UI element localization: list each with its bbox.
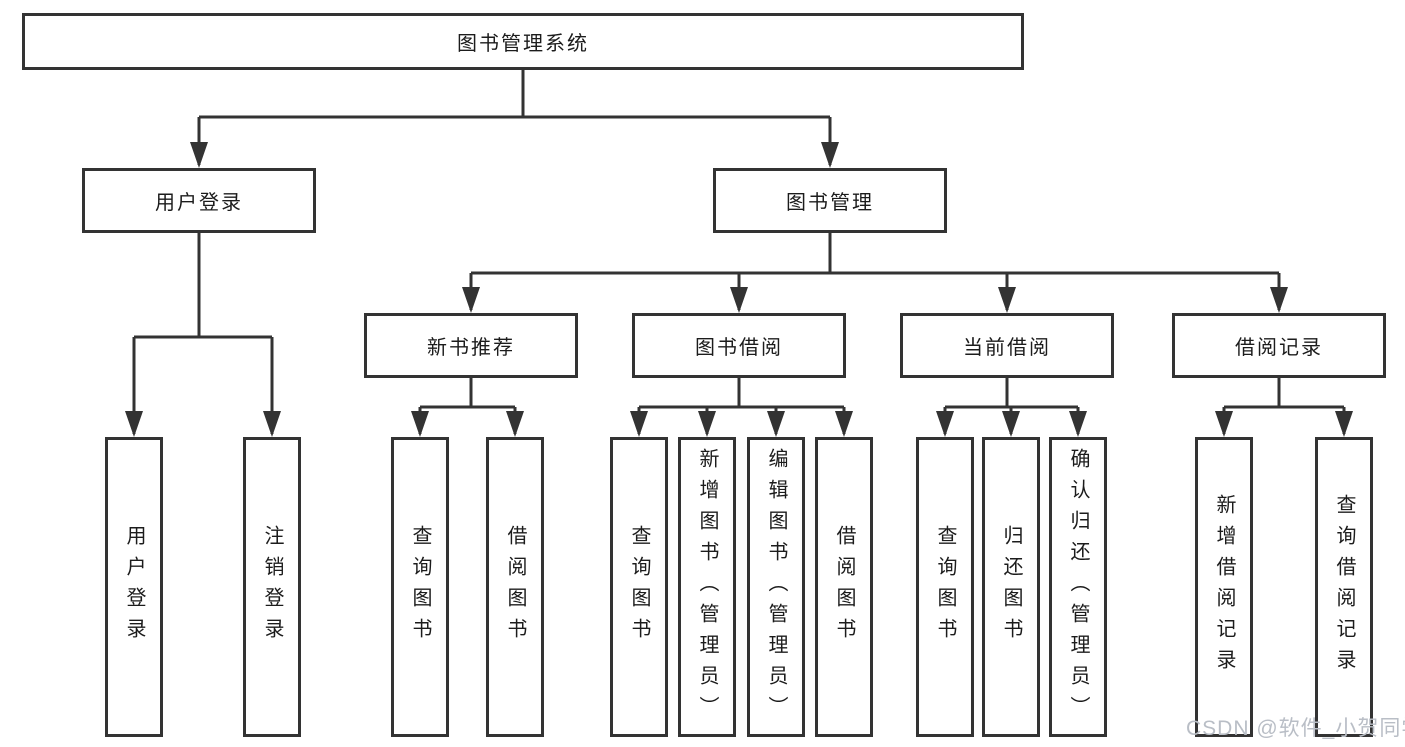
node-user-login-label: 用户登录	[155, 192, 243, 214]
tree-edges	[132, 70, 1346, 434]
node-root-system-label: 图书管理系统	[457, 33, 589, 55]
leaf-confirm-return-admin: 确认归还（管理员）	[1049, 437, 1107, 737]
leaf-recommend-query-books-label: 查询图书	[409, 525, 431, 649]
leaf-logout-label: 注销登录	[261, 525, 283, 649]
leaf-confirm-return-admin-label: 确认归还（管理员）	[1067, 447, 1089, 727]
leaf-borrow-books: 借阅图书	[815, 437, 873, 737]
node-root-system: 图书管理系统	[22, 13, 1024, 70]
leaf-add-borrow-record-label: 新增借阅记录	[1213, 494, 1235, 680]
leaf-logout: 注销登录	[243, 437, 301, 737]
leaf-return-books-label: 归还图书	[1000, 525, 1022, 649]
node-current-borrowing: 当前借阅	[900, 313, 1114, 378]
leaf-current-query-books: 查询图书	[916, 437, 974, 737]
leaf-query-borrow-record: 查询借阅记录	[1315, 437, 1373, 737]
arrowheads	[125, 142, 1353, 437]
leaf-query-borrow-record-label: 查询借阅记录	[1333, 494, 1355, 680]
leaf-recommend-borrow-books-label: 借阅图书	[504, 525, 526, 649]
leaf-add-borrow-record: 新增借阅记录	[1195, 437, 1253, 737]
leaf-add-books-admin-label: 新增图书（管理员）	[696, 447, 718, 727]
leaf-edit-books-admin-label: 编辑图书（管理员）	[765, 447, 787, 727]
leaf-edit-books-admin: 编辑图书（管理员）	[747, 437, 805, 737]
csdn-watermark: CSDN @软件_小贺同学	[1186, 717, 1405, 740]
leaf-borrowing-query-books: 查询图书	[610, 437, 668, 737]
leaf-borrowing-query-books-label: 查询图书	[628, 525, 650, 649]
node-borrowing-records-label: 借阅记录	[1235, 337, 1323, 359]
leaf-borrow-books-label: 借阅图书	[833, 525, 855, 649]
leaf-recommend-borrow-books: 借阅图书	[486, 437, 544, 737]
leaf-return-books: 归还图书	[982, 437, 1040, 737]
node-new-book-recommend: 新书推荐	[364, 313, 578, 378]
leaf-add-books-admin: 新增图书（管理员）	[678, 437, 736, 737]
leaf-recommend-query-books: 查询图书	[391, 437, 449, 737]
node-book-management: 图书管理	[713, 168, 947, 233]
node-book-borrowing-label: 图书借阅	[695, 337, 783, 359]
leaf-user-login: 用户登录	[105, 437, 163, 737]
leaf-current-query-books-label: 查询图书	[934, 525, 956, 649]
node-new-book-recommend-label: 新书推荐	[427, 337, 515, 359]
node-current-borrowing-label: 当前借阅	[963, 337, 1051, 359]
node-book-management-label: 图书管理	[786, 192, 874, 214]
leaf-user-login-label: 用户登录	[123, 525, 145, 649]
node-user-login: 用户登录	[82, 168, 316, 233]
node-borrowing-records: 借阅记录	[1172, 313, 1386, 378]
node-book-borrowing: 图书借阅	[632, 313, 846, 378]
